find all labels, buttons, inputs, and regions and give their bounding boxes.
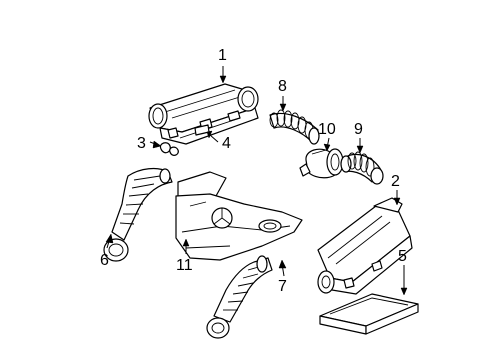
callout-7: 7 (278, 278, 287, 295)
callout-5: 5 (398, 248, 407, 265)
callout-11: 11 (176, 257, 193, 274)
part-air-cleaner-top (148, 83, 259, 145)
callout-4: 4 (222, 135, 231, 152)
leader-lines (105, 66, 408, 296)
callout-1: 1 (218, 47, 227, 64)
callout-8: 8 (278, 78, 287, 95)
part-filter-element (319, 293, 419, 335)
part-maf-sensor (299, 148, 344, 179)
part-intake-duct-left (103, 167, 173, 262)
callout-10: 10 (318, 121, 336, 138)
part-intake-hose (269, 109, 320, 145)
callout-2: 2 (391, 173, 400, 190)
part-engine-cover (175, 171, 303, 261)
part-air-cleaner-right (317, 197, 413, 295)
callout-9: 9 (354, 121, 363, 138)
callout-6: 6 (100, 252, 109, 269)
part-air-hose (340, 151, 384, 185)
part-clamp (159, 142, 179, 156)
part-intake-duct-lower (206, 255, 273, 339)
callout-3: 3 (137, 135, 146, 152)
